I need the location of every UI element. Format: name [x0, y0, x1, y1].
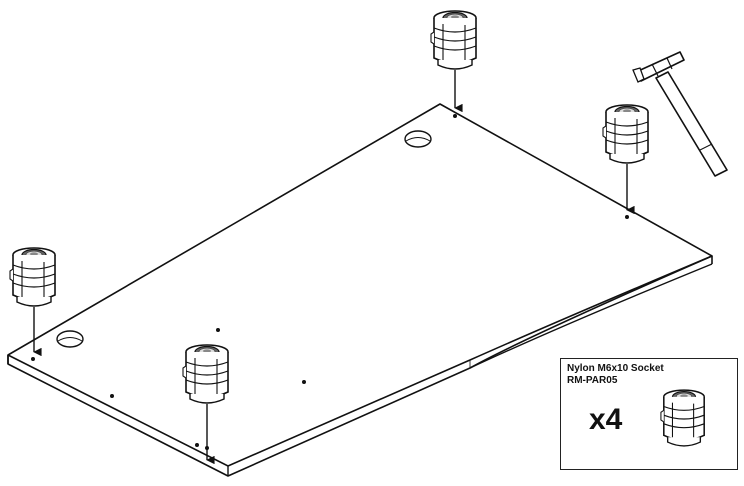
desk-top-panel — [7, 103, 713, 477]
pilot-holes — [31, 114, 629, 450]
cable-hole — [56, 330, 84, 348]
threaded-insert-icon — [9, 247, 56, 357]
part-name: Nylon M6x10 Socket — [567, 363, 664, 374]
part-quantity: x4 — [589, 403, 623, 436]
part-code: RM-PAR05 — [567, 375, 618, 386]
threaded-insert-icon — [430, 10, 477, 113]
threaded-insert-icon — [602, 104, 649, 215]
threaded-insert-icon — [182, 344, 229, 465]
cable-hole — [404, 130, 432, 148]
parts-callout-box: Nylon M6x10 Socket RM-PAR05 x4 — [560, 358, 738, 470]
hammer-icon — [632, 51, 728, 177]
threaded-insert-icon — [660, 389, 705, 447]
